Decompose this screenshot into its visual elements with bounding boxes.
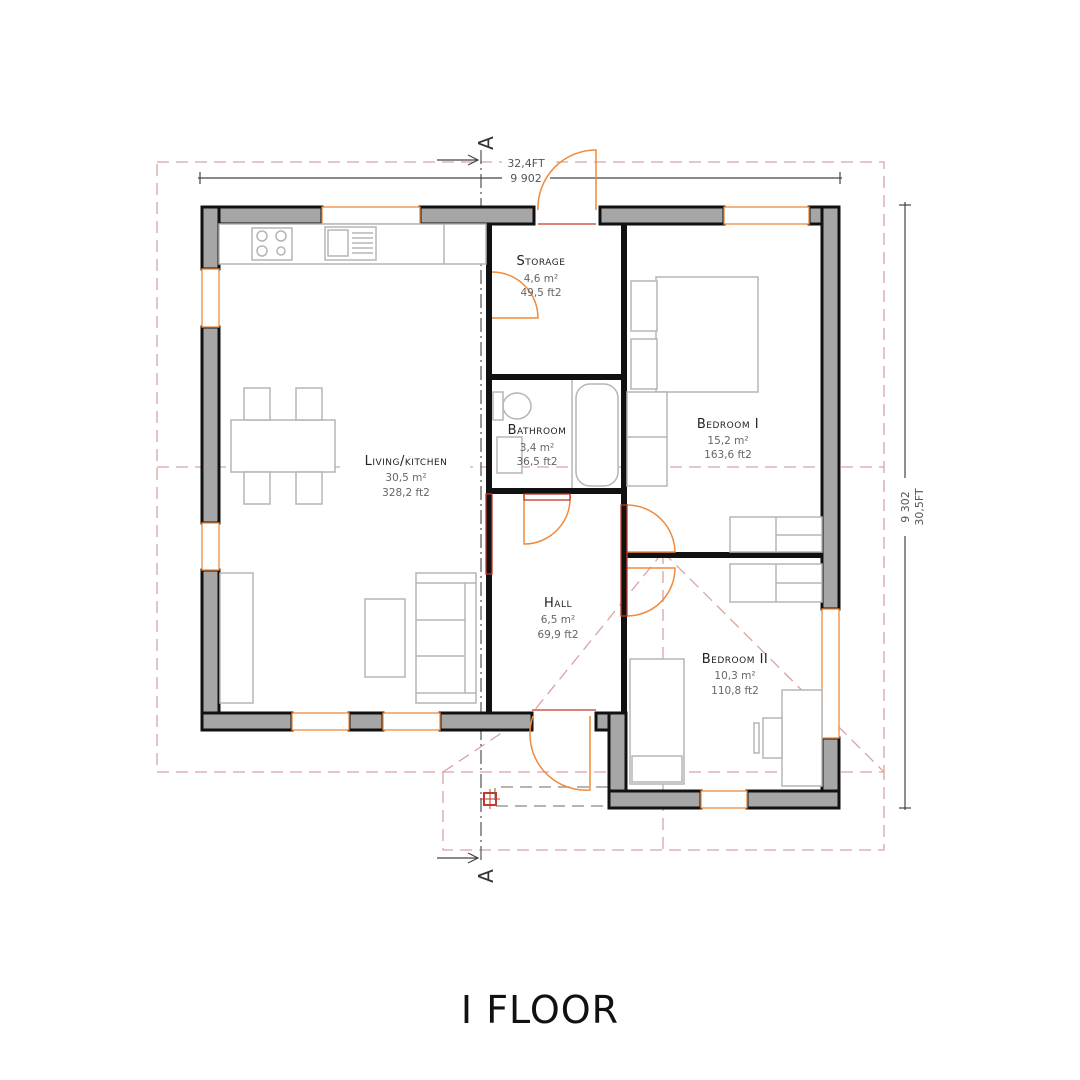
room-area-m2: 30,5 m²: [385, 472, 426, 484]
interior-walls: [486, 224, 823, 714]
room-area-ft2: 328,2 ft2: [382, 487, 430, 499]
toilet: [502, 392, 532, 420]
door-storage: [491, 271, 539, 319]
bedroom1-furniture: [626, 276, 823, 553]
floor-title: I FLOOR: [460, 988, 620, 1032]
room-storage: Storage 4,6 m² 49,5 ft2: [517, 254, 566, 299]
depth-mm: 9 302: [899, 491, 912, 523]
kitchen-counter: [218, 223, 487, 265]
living-furniture: [219, 572, 477, 704]
section-label-top: A: [474, 136, 498, 150]
width-mm: 9 902: [510, 172, 542, 185]
sofa: [415, 572, 477, 704]
window-bottom-2: [382, 712, 441, 731]
room-bathroom: Bathroom 3,4 m² 36,5 ft2: [508, 423, 567, 468]
room-area-m2: 15,2 m²: [707, 435, 748, 447]
door-bedroom2: [626, 567, 676, 617]
doors: [485, 149, 676, 791]
bathtub: [575, 383, 619, 487]
room-name: Living/kitchen: [365, 454, 448, 469]
window-bottom-bedroom2: [700, 790, 748, 809]
room-area-ft2: 69,9 ft2: [537, 629, 578, 641]
window-top-bedroom: [723, 206, 810, 225]
room-bedroom-1: Bedroom I 15,2 m² 163,6 ft2: [697, 417, 759, 461]
window-bottom-1: [291, 712, 350, 731]
width-ft: 32,4FT: [507, 157, 545, 170]
coffee-table: [364, 598, 406, 678]
desk: [781, 689, 823, 787]
bathroom-fixtures: [492, 380, 619, 488]
room-labels: Living/kitchen 30,5 m² 328,2 ft2 Storage…: [340, 254, 768, 697]
tv-unit: [219, 572, 254, 704]
room-area-ft2: 110,8 ft2: [711, 685, 759, 697]
room-bedroom-2: Bedroom II 10,3 m² 110,8 ft2: [702, 652, 769, 697]
column-marker: [480, 789, 500, 809]
room-name: Storage: [517, 254, 566, 269]
dining-table: [230, 387, 336, 505]
room-living-kitchen: Living/kitchen 30,5 m² 328,2 ft2: [340, 450, 470, 500]
room-area-m2: 10,3 m²: [714, 670, 755, 682]
window-left-lower: [201, 522, 220, 571]
door-bedroom1: [626, 504, 676, 553]
room-area-ft2: 49,5 ft2: [520, 287, 561, 299]
bedroom2-furniture: [629, 563, 823, 787]
exterior-walls: [200, 205, 841, 810]
room-name: Bedroom II: [702, 652, 769, 667]
windows: [201, 206, 840, 809]
bedroom1-chest: [626, 391, 668, 487]
window-top-living: [321, 206, 421, 225]
room-area-ft2: 36,5 ft2: [516, 456, 557, 468]
window-left-upper: [201, 268, 220, 328]
double-bed: [655, 276, 759, 393]
dimension-width: 32,4FT 9 902: [198, 156, 842, 185]
desk-chair: [762, 717, 783, 759]
section-line: A A: [437, 136, 498, 883]
room-name: Bathroom: [508, 423, 567, 438]
porch-outline: [494, 786, 608, 807]
room-name: Hall: [544, 596, 572, 611]
depth-ft: 30,5FT: [913, 488, 926, 526]
room-area-ft2: 163,6 ft2: [704, 449, 752, 461]
room-area-m2: 6,5 m²: [541, 614, 575, 626]
section-label-bottom: A: [474, 869, 498, 883]
washbasin: [496, 436, 523, 474]
room-area-m2: 4,6 m²: [524, 273, 558, 285]
door-main-entry: [529, 715, 591, 791]
room-name: Bedroom I: [697, 417, 759, 432]
door-top-entry: [537, 149, 597, 211]
door-bathroom: [523, 493, 571, 545]
room-area-m2: 3,4 m²: [520, 442, 554, 454]
room-hall: Hall 6,5 m² 69,9 ft2: [537, 596, 578, 641]
dimension-depth: 9 302 30,5FT: [897, 202, 927, 810]
window-right: [821, 608, 840, 739]
